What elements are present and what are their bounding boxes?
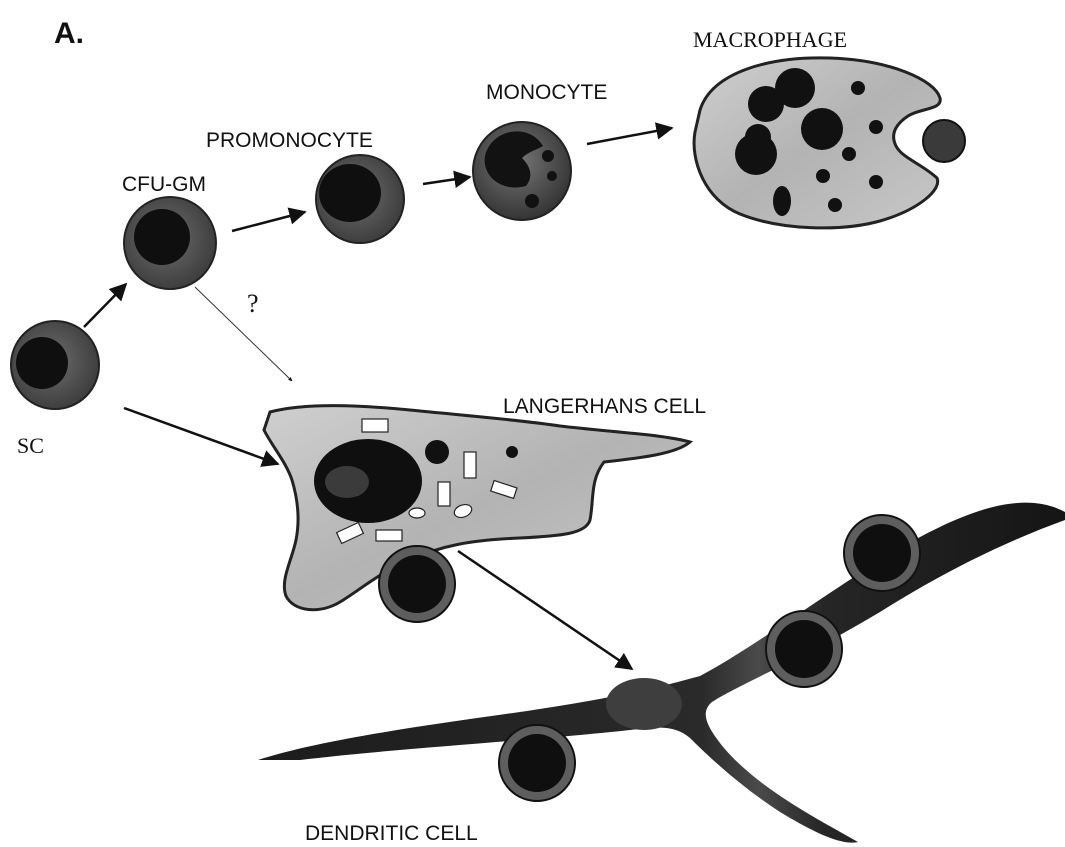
stem-cell	[11, 321, 99, 409]
cfu-gm-cell	[124, 197, 216, 289]
arrow-promonocyte-to-monocyte	[423, 177, 470, 184]
label-question: ?	[247, 289, 259, 318]
label-dendritic-cell: DENDRITIC CELL	[305, 822, 478, 845]
arrow-cfu-gm-to-langerhans	[195, 287, 292, 381]
label-langerhans-cell: LANGERHANS CELL	[503, 395, 706, 418]
lymphocyte-dendritic-1	[844, 515, 920, 591]
panel-label: A.	[54, 17, 84, 50]
monocyte-cell	[473, 122, 571, 220]
label-monocyte: MONOCYTE	[486, 81, 607, 104]
engulfed-particle	[923, 120, 965, 162]
arrow-cfu-gm-to-promonocyte	[232, 212, 305, 231]
lymphocyte-langerhans	[379, 546, 455, 622]
label-promonocyte: PROMONOCYTE	[206, 129, 373, 152]
label-cfu-gm: CFU-GM	[122, 173, 206, 196]
arrow-sc-to-langerhans	[124, 408, 278, 464]
arrow-sc-to-cfu-gm	[84, 284, 126, 327]
label-sc: SC	[17, 433, 44, 458]
langerhans-cell	[264, 406, 690, 610]
lymphocyte-dendritic-2	[766, 611, 842, 687]
lymphocyte-dendritic-3	[499, 725, 575, 801]
arrow-monocyte-to-macrophage	[587, 128, 672, 144]
promonocyte-cell	[316, 155, 404, 243]
macrophage-cell	[694, 58, 940, 228]
label-macrophage: MACROPHAGE	[693, 27, 847, 52]
arrow-langerhans-to-dendritic	[458, 551, 632, 669]
